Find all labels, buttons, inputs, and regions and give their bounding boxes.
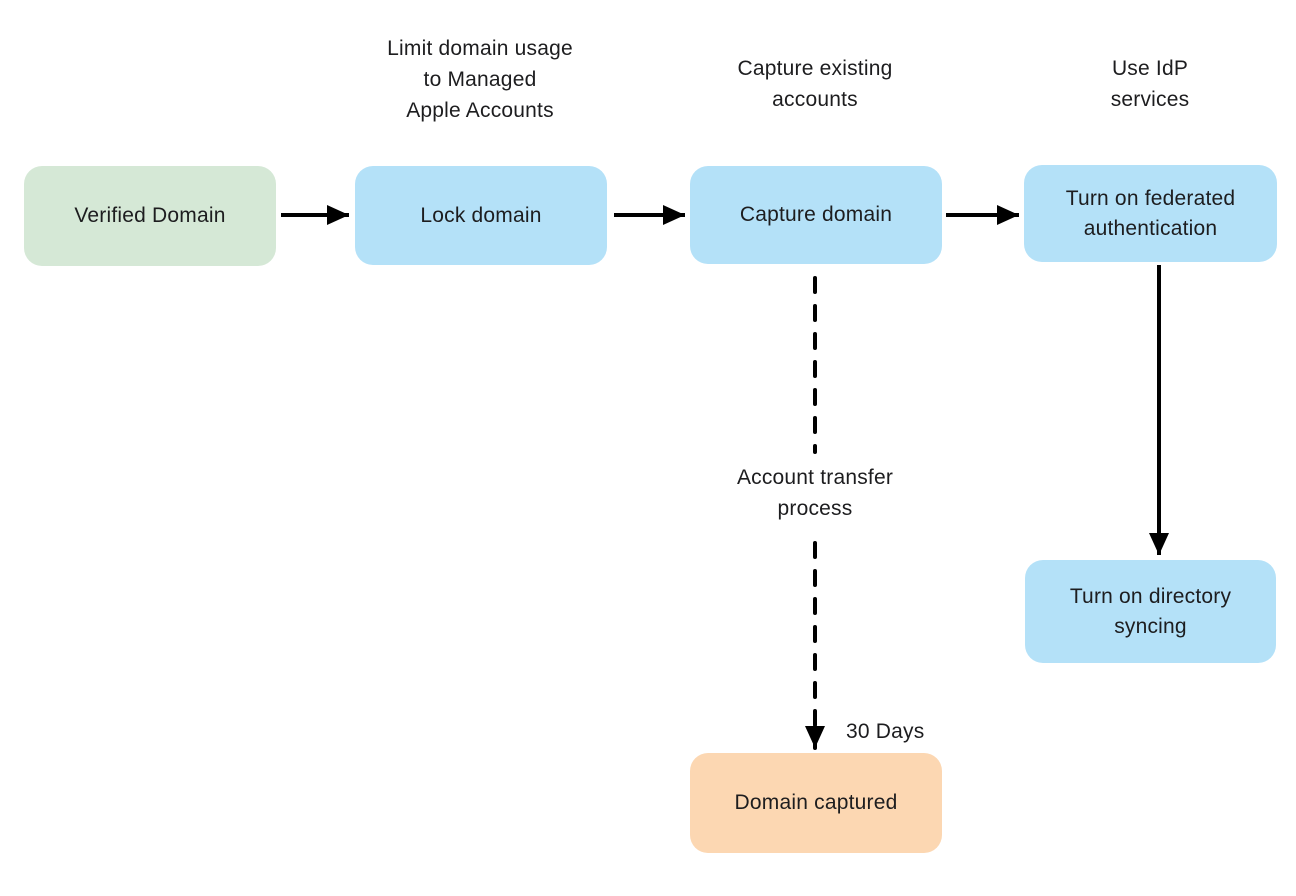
node-lock-domain-label: Lock domain — [420, 203, 542, 227]
annotation-use-idp-services: Use IdP services — [1110, 57, 1190, 111]
node-capture-domain-label: Capture domain — [739, 203, 893, 226]
annotation-account-transfer-process: Account transfer process — [736, 466, 894, 520]
node-directory-syncing: Turn on directory syncing — [1025, 560, 1276, 663]
node-verified-domain-label: Verified Domain — [74, 204, 226, 227]
node-federated-authentication-label: Turn on federated authentication — [1065, 186, 1236, 240]
annotation-limit-domain-usage: Limit domain usage to Managed Apple Acco… — [387, 37, 573, 122]
node-federated-authentication: Turn on federated authentication — [1024, 165, 1277, 262]
node-domain-captured: Domain captured — [690, 753, 942, 853]
node-lock-domain: Lock domain — [355, 166, 607, 265]
annotation-30-days: 30 Days — [846, 720, 925, 743]
annotation-capture-existing-accounts: Capture existing accounts — [737, 57, 893, 111]
node-domain-captured-label: Domain captured — [734, 791, 898, 814]
node-capture-domain: Capture domain — [690, 166, 942, 264]
node-directory-syncing-label: Turn on directory syncing — [1069, 584, 1232, 638]
node-verified-domain: Verified Domain — [24, 166, 276, 266]
